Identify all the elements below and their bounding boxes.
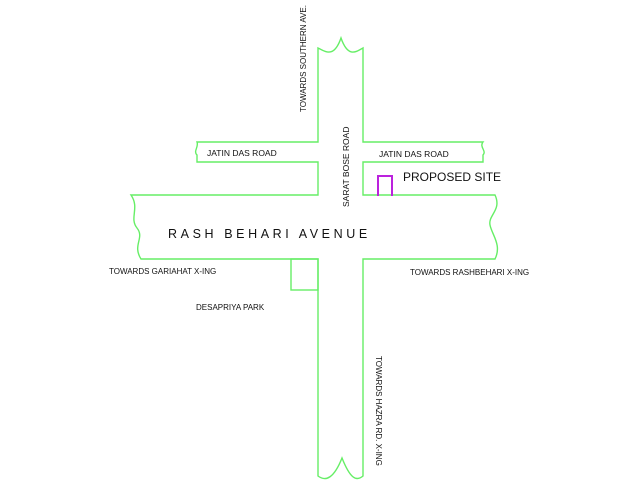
desapriya-park-outline <box>290 258 319 291</box>
label-towards-southern-ave: TOWARDS SOUTHERN AVE. <box>299 5 308 112</box>
label-towards-gariahat: TOWARDS GARIAHAT X-ING <box>109 267 216 276</box>
label-proposed-site: PROPOSED SITE <box>403 170 501 184</box>
label-desapriya-park: DESAPRIYA PARK <box>196 303 265 312</box>
proposed-site-marker <box>377 175 393 196</box>
label-jatin-das-road-left: JATIN DAS ROAD <box>207 148 277 158</box>
road-outline <box>129 35 499 480</box>
label-towards-rashbehari-xing: TOWARDS RASHBEHARI X-ING <box>410 268 529 277</box>
label-jatin-das-road-right: JATIN DAS ROAD <box>379 149 449 159</box>
label-towards-hazra: TOWARDS HAZRA RD. X-ING <box>374 356 383 466</box>
label-rash-behari-avenue: RASH BEHARI AVENUE <box>168 227 371 241</box>
label-sarat-bose-road: SARAT BOSE ROAD <box>341 127 351 207</box>
